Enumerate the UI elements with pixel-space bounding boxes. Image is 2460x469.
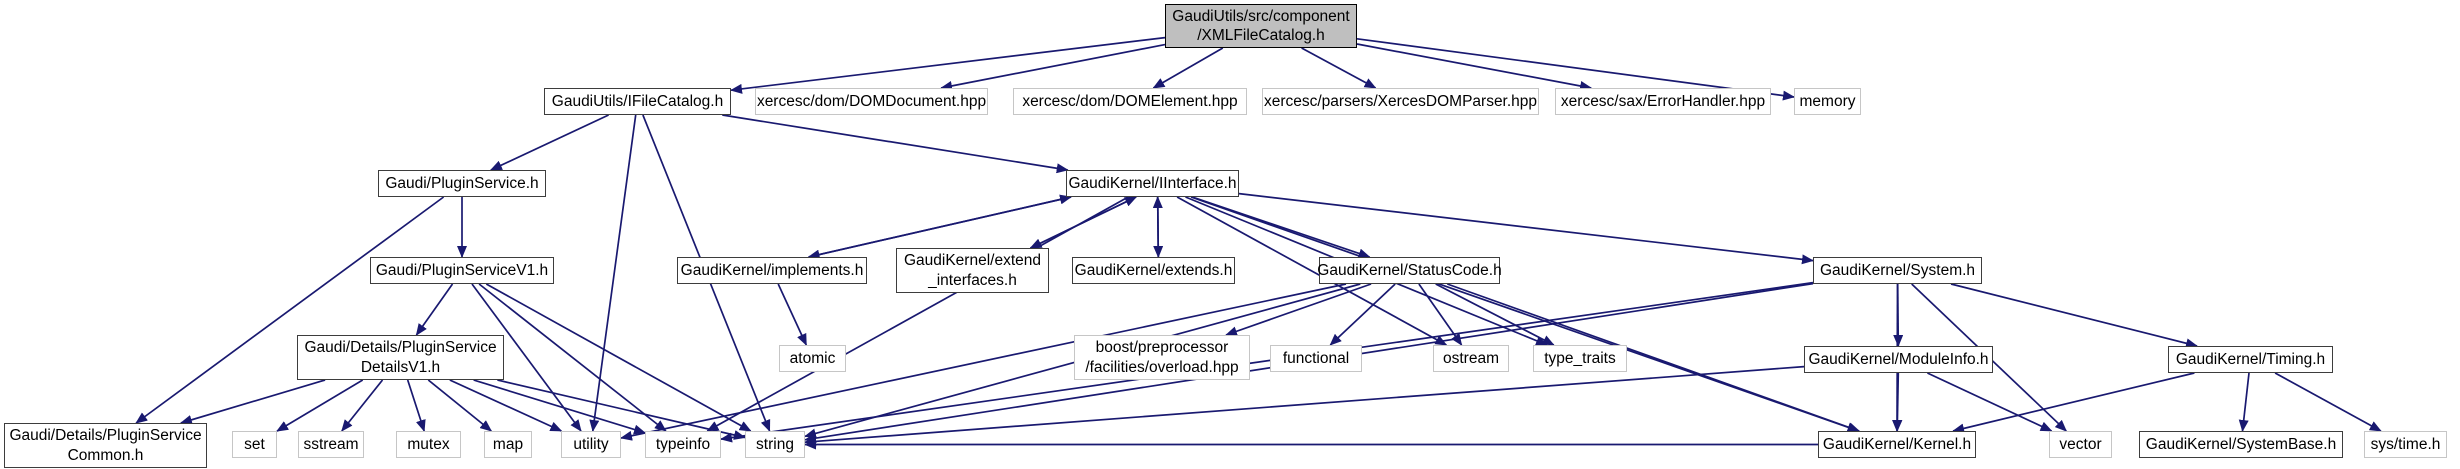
include-edge-extends-to-iinterface: [1152, 196, 1163, 258]
node-extend_interfaces[interactable]: GaudiKernel/extend _interfaces.h: [896, 248, 1049, 293]
include-edge-detailsv1-to-typeinfo: [473, 379, 646, 435]
node-memory: memory: [1794, 88, 1861, 115]
node-timing[interactable]: GaudiKernel/Timing.h: [2168, 346, 2333, 373]
include-edge-extend_interfaces-to-iinterface: [1030, 196, 1138, 249]
node-iinterface[interactable]: GaudiKernel/IInterface.h: [1066, 170, 1239, 197]
node-atomic: atomic: [779, 345, 846, 372]
node-mutex: mutex: [396, 431, 461, 458]
node-systembase[interactable]: GaudiKernel/SystemBase.h: [2139, 431, 2343, 458]
include-edge-statuscode-to-kernel: [1447, 283, 1861, 433]
node-map: map: [484, 431, 532, 458]
include-edge-implements-to-atomic: [777, 283, 808, 346]
include-edge-pluginservicev1-to-detailsv1: [415, 283, 454, 336]
include-edge-root-to-xercesdomparser: [1301, 47, 1377, 89]
include-edge-timing-to-kernel: [1952, 372, 2195, 434]
node-ifilecatalog[interactable]: GaudiUtils/IFileCatalog.h: [544, 88, 731, 115]
node-string: string: [745, 431, 805, 458]
include-edge-statuscode-to-utility: [620, 283, 1347, 441]
include-edge-moduleinfo-to-string: [804, 365, 1805, 447]
include-edge-detailsv1-to-set: [276, 379, 364, 432]
node-implements[interactable]: GaudiKernel/implements.h: [677, 257, 867, 284]
node-boost_overload: boost/preprocessor /facilities/overload.…: [1074, 335, 1250, 380]
include-edge-iinterface-to-ostream: [1176, 196, 1448, 346]
node-sstream: sstream: [298, 431, 364, 458]
include-edge-detailsv1-to-sstream: [341, 379, 384, 432]
include-edge-root-to-ifilecatalog: [730, 36, 1166, 94]
include-edge-detailsv1-to-utility: [449, 379, 563, 432]
include-edge-ifilecatalog-to-utility: [589, 114, 637, 432]
include-edge-pluginservicev1-to-utility: [471, 283, 582, 432]
include-edge-statuscode-to-functional: [1329, 283, 1396, 346]
include-edge-timing-to-systembase: [2238, 372, 2250, 432]
node-detailsv1[interactable]: Gaudi/Details/PluginService DetailsV1.h: [297, 335, 504, 380]
node-pluginservicev1[interactable]: Gaudi/PluginServiceV1.h: [370, 257, 554, 284]
node-pluginservice[interactable]: Gaudi/PluginService.h: [378, 170, 546, 197]
node-type_traits: type_traits: [1533, 345, 1627, 372]
node-sys_time: sys/time.h: [2364, 431, 2447, 458]
include-edge-detailsv1-to-string: [497, 379, 746, 440]
include-edge-timing-to-sys_time: [2274, 372, 2382, 432]
node-typeinfo: typeinfo: [645, 431, 721, 458]
include-edge-moduleinfo-to-kernel: [1892, 372, 1903, 432]
include-edge-moduleinfo-to-vector: [1927, 372, 2053, 432]
include-edge-ifilecatalog-to-iinterface: [722, 114, 1069, 174]
node-moduleinfo[interactable]: GaudiKernel/ModuleInfo.h: [1804, 346, 1993, 373]
node-errorhandler: xercesc/sax/ErrorHandler.hpp: [1555, 88, 1771, 115]
include-edge-statuscode-to-boost_overload: [1225, 283, 1372, 337]
node-root: GaudiUtils/src/component /XMLFileCatalog…: [1165, 4, 1357, 48]
include-edge-detailsv1-to-common: [179, 379, 326, 425]
node-domelement: xercesc/dom/DOMElement.hpp: [1013, 88, 1247, 115]
include-edge-statuscode-to-type_traits: [1435, 283, 1555, 346]
include-edge-iinterface-to-kernel: [1190, 196, 1860, 433]
node-set: set: [232, 431, 277, 458]
include-edge-system-to-timing: [1950, 283, 2198, 349]
include-edge-system-to-moduleinfo: [1893, 283, 1904, 347]
include-edge-detailsv1-to-map: [427, 379, 493, 432]
node-system[interactable]: GaudiKernel/System.h: [1813, 257, 1982, 284]
node-utility: utility: [561, 431, 621, 458]
include-edge-root-to-domdocument: [940, 43, 1166, 91]
node-domdocument: xercesc/dom/DOMDocument.hpp: [755, 88, 988, 115]
node-functional: functional: [1270, 345, 1362, 372]
include-edge-iinterface-to-typeinfo: [706, 196, 1129, 432]
node-vector: vector: [2049, 431, 2112, 458]
node-extends[interactable]: GaudiKernel/extends.h: [1072, 257, 1235, 284]
include-edge-implements-to-iinterface: [808, 194, 1072, 258]
include-edge-root-to-errorhandler: [1356, 43, 1593, 91]
include-edge-system-to-typeinfo: [720, 281, 1814, 443]
include-edge-pluginservicev1-to-string: [485, 283, 752, 432]
include-edge-detailsv1-to-mutex: [406, 379, 426, 432]
include-edge-pluginservicev1-to-typeinfo: [478, 283, 667, 432]
include-edge-ifilecatalog-to-pluginservice: [489, 114, 609, 171]
include-edge-root-to-domelement: [1152, 47, 1224, 89]
node-common[interactable]: Gaudi/Details/PluginService Common.h: [4, 423, 207, 468]
node-xercesdomparser: xercesc/parsers/XercesDOMParser.hpp: [1262, 88, 1539, 115]
include-edge-root-to-memory: [1356, 37, 1795, 101]
node-kernel[interactable]: GaudiKernel/Kernel.h: [1818, 431, 1976, 458]
include-edge-pluginservice-to-common: [135, 196, 445, 424]
node-statuscode[interactable]: GaudiKernel/StatusCode.h: [1317, 257, 1502, 284]
include-edge-iinterface-to-system: [1238, 192, 1814, 265]
node-ostream: ostream: [1433, 345, 1509, 372]
